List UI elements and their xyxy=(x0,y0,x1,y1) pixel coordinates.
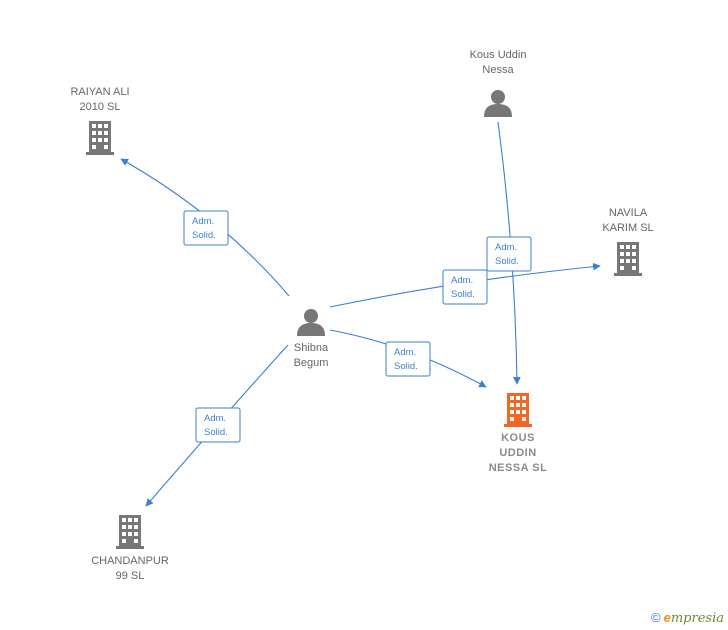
brand-logo-text: mpresia xyxy=(670,611,724,626)
edge-label-box xyxy=(183,210,229,246)
edge-label-text: Solid. xyxy=(495,256,519,267)
building-icon xyxy=(116,515,144,549)
edge-label-text: Adm. xyxy=(451,275,473,286)
node-label: UDDIN xyxy=(499,447,536,459)
node-label: RAIYAN ALI xyxy=(70,86,129,98)
edge-label[interactable]: Adm. Solid. xyxy=(183,210,229,246)
edge-label-text: Adm. xyxy=(192,216,214,227)
node-label: Shibna xyxy=(294,342,329,354)
building-icon xyxy=(504,393,532,427)
edge-label[interactable]: Adm. Solid. xyxy=(442,269,488,305)
edge-label[interactable]: Adm. Solid. xyxy=(486,236,532,272)
node-label: Kous Uddin xyxy=(470,49,527,61)
edge-label-box xyxy=(442,269,488,305)
building-icon xyxy=(614,242,642,276)
edge-label[interactable]: Adm. Solid. xyxy=(385,341,431,377)
edge-label-box xyxy=(195,407,241,443)
node-label: CHANDANPUR xyxy=(91,555,169,567)
node-label: KOUS xyxy=(501,432,535,444)
node-chandanpur[interactable]: CHANDANPUR 99 SL xyxy=(91,515,169,582)
node-label: 2010 SL xyxy=(80,101,121,113)
node-label: 99 SL xyxy=(116,570,145,582)
edge-label-text: Solid. xyxy=(394,361,418,372)
edge-label-box xyxy=(486,236,532,272)
edge-label[interactable]: Adm. Solid. xyxy=(195,407,241,443)
node-label: NAVILA xyxy=(609,207,648,219)
node-raiyan[interactable]: RAIYAN ALI 2010 SL xyxy=(70,86,130,155)
person-icon xyxy=(297,309,325,336)
node-label: KARIM SL xyxy=(602,222,653,234)
edge-label-text: Adm. xyxy=(204,413,226,424)
edge-labels-layer: Adm. Solid. Adm. Solid. Adm. Solid. Adm. Solid.… xyxy=(183,210,532,443)
building-icon xyxy=(86,121,114,155)
brand-logo-initial: e xyxy=(663,610,671,625)
edge-label-text: Solid. xyxy=(204,427,228,438)
edge-label-box xyxy=(385,341,431,377)
person-icon xyxy=(484,90,512,117)
node-label: Begum xyxy=(294,357,329,369)
node-navila[interactable]: NAVILA KARIM SL xyxy=(602,207,654,276)
edge-label-text: Adm. xyxy=(495,242,517,253)
edge-label-text: Solid. xyxy=(192,230,216,241)
copyright-symbol: © xyxy=(651,610,661,625)
edge-label-text: Adm. xyxy=(394,347,416,358)
node-label: Nessa xyxy=(482,64,514,76)
brand-footer[interactable]: ©empresia xyxy=(651,610,724,626)
node-label: NESSA SL xyxy=(489,462,548,474)
edge-label-text: Solid. xyxy=(451,289,475,300)
node-kous-company[interactable]: KOUS UDDIN NESSA SL xyxy=(489,393,548,474)
